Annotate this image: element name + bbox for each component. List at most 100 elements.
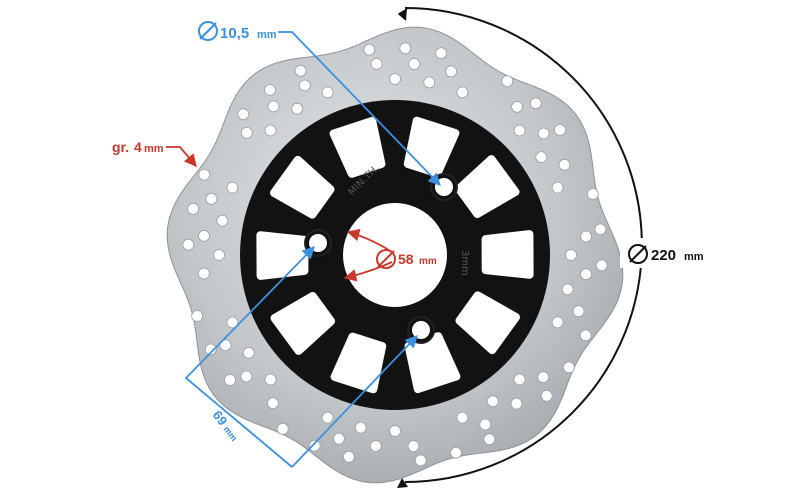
hole-diameter-unit: mm (257, 29, 277, 41)
drill-hole (294, 64, 307, 77)
thickness-prefix: gr. (112, 139, 129, 155)
drill-hole (205, 192, 218, 205)
drill-hole (579, 329, 592, 342)
drill-hole (298, 79, 311, 92)
drill-hole (486, 395, 499, 408)
drill-hole (342, 450, 355, 463)
drill-hole (354, 421, 367, 434)
drill-hole (511, 100, 523, 113)
thickness-leader-line (166, 146, 197, 167)
hub-window (455, 291, 520, 355)
drill-hole (537, 371, 550, 384)
drill-hole (226, 316, 239, 329)
drill-hole (191, 310, 204, 322)
drill-hole (198, 168, 211, 181)
drill-hole (389, 73, 401, 85)
diameter-icon (198, 21, 218, 41)
center-bore-annotation: 58 mm (343, 228, 437, 282)
hub-window (454, 155, 520, 218)
drill-hole (182, 238, 195, 251)
drill-hole (291, 102, 304, 115)
drill-hole (561, 283, 574, 296)
drill-hole (551, 316, 564, 329)
thickness-annotation: gr. 4 mm (112, 139, 197, 167)
drill-hole (237, 108, 250, 121)
drill-hole (267, 100, 280, 113)
drill-hole (510, 397, 523, 410)
drill-hole (456, 411, 469, 424)
drill-hole (219, 339, 232, 352)
drill-hole (240, 126, 253, 139)
drill-hole (554, 124, 566, 136)
embossed-thickness-mark: 3mm (459, 250, 470, 276)
drill-hole (586, 188, 599, 200)
drill-hole (264, 373, 277, 386)
thickness-value: 4 (134, 139, 142, 155)
drill-hole (399, 42, 412, 55)
pitch-line-a (184, 246, 315, 468)
hole-diameter-value: 10,5 (220, 25, 249, 42)
drill-hole (435, 47, 448, 60)
drill-hole (594, 223, 607, 236)
drill-hole (551, 181, 564, 194)
hub-window (270, 292, 336, 355)
drill-hole (563, 361, 575, 374)
drill-hole (565, 249, 577, 261)
drill-hole (370, 58, 383, 70)
outer-diameter-value: 220 (651, 247, 676, 264)
bore-arrow-down (343, 261, 393, 282)
drill-hole (479, 418, 492, 431)
drill-hole (264, 124, 277, 137)
drill-hole (540, 389, 553, 402)
drill-hole (204, 343, 217, 356)
drill-hole (580, 268, 592, 281)
hub-window (256, 231, 309, 280)
hub-window (270, 155, 335, 219)
drill-hole (529, 97, 542, 110)
drill-hole (450, 446, 462, 459)
hole-diameter-annotation: 10,5 mm (198, 21, 441, 186)
diameter-icon (376, 249, 396, 269)
drill-hole (369, 440, 382, 452)
drill-hole (242, 346, 255, 359)
arc-arrow-bottom (397, 478, 408, 488)
drill-hole (321, 86, 334, 99)
drill-hole (363, 43, 376, 56)
drill-hole (580, 230, 592, 243)
drill-hole (240, 370, 253, 383)
drill-hole (216, 214, 229, 227)
drill-hole (572, 305, 585, 318)
drill-hole (483, 433, 496, 446)
pitch-unit: mm (222, 424, 240, 443)
drill-hole (513, 124, 526, 137)
rotor-drill-holes (182, 42, 608, 467)
drill-hole (266, 397, 279, 410)
drill-hole (535, 151, 548, 164)
drill-hole (558, 158, 571, 171)
drill-hole (389, 425, 401, 437)
drill-hole (224, 374, 236, 386)
drill-hole (308, 439, 321, 452)
pitch-line-b (291, 335, 418, 468)
diameter-icon (628, 244, 648, 264)
drill-hole (226, 181, 239, 194)
drill-hole (408, 58, 421, 70)
drill-hole (187, 202, 200, 215)
drill-hole (456, 86, 469, 99)
drill-hole (198, 229, 210, 242)
hole-leader-line (278, 31, 441, 186)
hub-window (403, 116, 460, 178)
drill-hole (276, 422, 289, 435)
drill-hole (595, 259, 608, 272)
drill-hole (332, 432, 345, 445)
hub-window (330, 332, 387, 394)
outer-diameter-annotation: 220 mm (397, 7, 720, 488)
hub-window (329, 116, 386, 178)
drill-hole (445, 65, 458, 78)
center-bore-unit: mm (419, 256, 437, 267)
drill-hole (513, 373, 526, 386)
thickness-unit: mm (144, 143, 164, 155)
drill-hole (197, 267, 210, 280)
drill-hole (213, 249, 225, 261)
drill-hole (264, 84, 276, 96)
